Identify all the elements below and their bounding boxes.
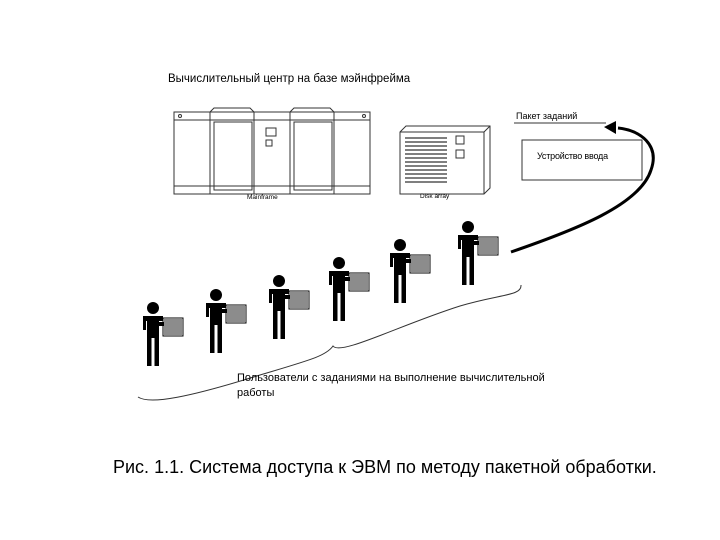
job-batch-label: Пакет заданий: [516, 111, 577, 121]
disk-array-illustration: [400, 126, 490, 194]
user-figure: [390, 239, 430, 303]
mainframe-label: Mainframe: [247, 194, 278, 201]
user-figure: [206, 289, 246, 353]
user-figure: [143, 302, 183, 366]
disk-array-label: Disk array: [420, 193, 449, 200]
user-figure: [269, 275, 309, 339]
users-label: Пользователи с заданиями на выполнение в…: [237, 371, 587, 401]
figure-caption: Рис. 1.1. Система доступа к ЭВМ по метод…: [113, 457, 657, 478]
users-label-line1: Пользователи с заданиями на выполнение в…: [237, 372, 545, 384]
job-packet-icon: [163, 318, 183, 336]
users-label-line2: работы: [237, 387, 274, 399]
user-figure: [329, 257, 369, 321]
job-packet-icon: [226, 305, 246, 323]
users-group: [143, 221, 498, 366]
job-packet-icon: [410, 255, 430, 273]
mainframe-illustration: [174, 108, 370, 194]
job-packet-icon: [349, 273, 369, 291]
user-figure: [458, 221, 498, 285]
job-packet-icon: [478, 237, 498, 255]
job-packet-icon: [289, 291, 309, 309]
computing-center-label: Вычислительный центр на базе мэйнфрейма: [168, 73, 410, 85]
input-device-label: Устройство ввода: [537, 151, 608, 161]
